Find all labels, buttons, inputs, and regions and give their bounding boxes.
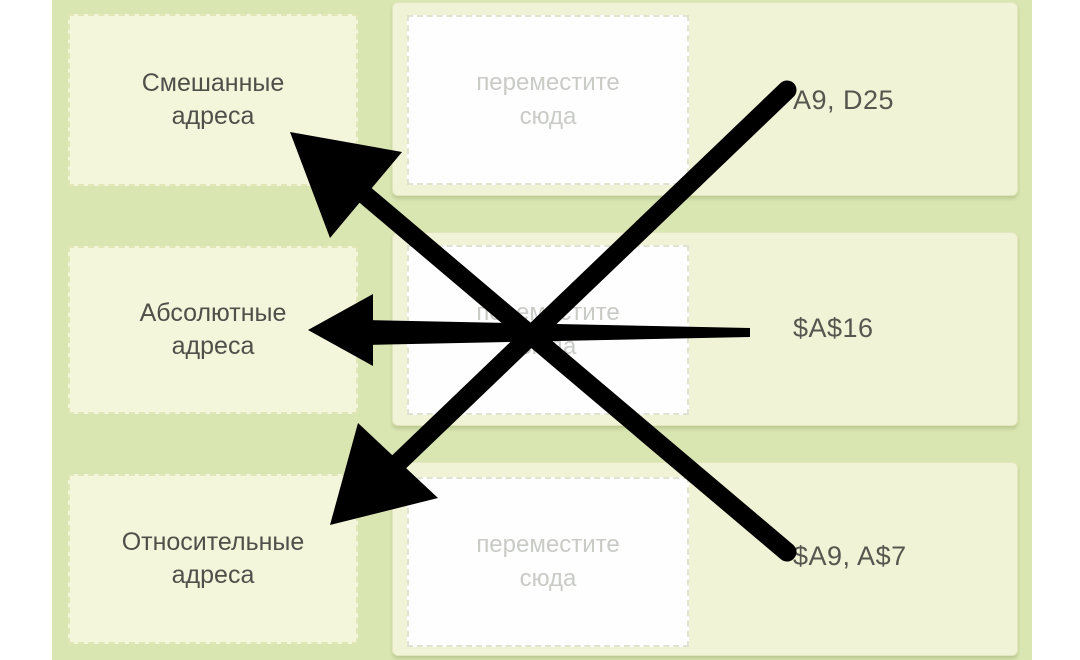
answer-row-1: переместите сюда A9, D25 (392, 2, 1018, 196)
answer-row-3: переместите сюда $A9, A$7 (392, 462, 1018, 656)
arrow-to-relative (330, 80, 797, 525)
arrow-to-absolute (308, 294, 750, 366)
drop-zone-1[interactable]: переместите сюда (407, 15, 689, 185)
label-card-mixed[interactable]: Смешанные адреса (68, 14, 358, 186)
drop-zone-3[interactable]: переместите сюда (407, 477, 689, 647)
drop-zone-placeholder: переместите сюда (476, 531, 620, 592)
answer-value-3: $A9, A$7 (793, 541, 907, 571)
arrow-to-mixed (290, 132, 797, 562)
label-card-absolute[interactable]: Абсолютные адреса (68, 246, 358, 414)
label-card-relative[interactable]: Относительные адреса (68, 474, 358, 644)
label-absolute-addresses: Абсолютные адреса (139, 299, 287, 360)
answer-value-2: $A$16 (793, 313, 874, 343)
answer-value-1: A9, D25 (793, 85, 895, 115)
label-mixed-addresses: Смешанные адреса (141, 69, 285, 130)
label-relative-addresses: Относительные адреса (121, 528, 305, 589)
drop-zone-placeholder: переместите сюда (476, 69, 620, 130)
